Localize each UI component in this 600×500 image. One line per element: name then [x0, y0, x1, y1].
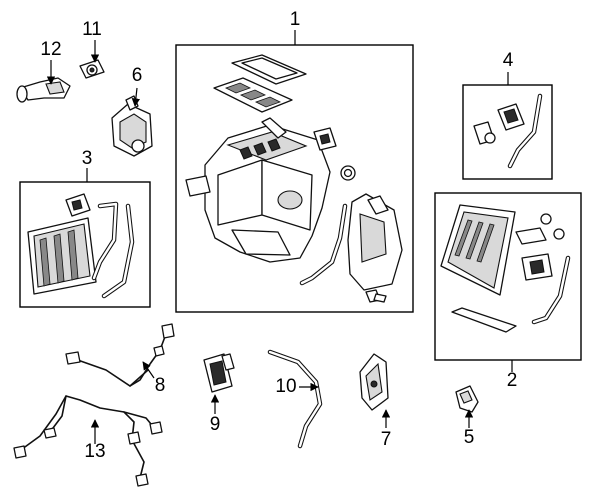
callout-6: 6 [132, 65, 143, 86]
callout-10: 10 [275, 376, 296, 397]
callout-5: 5 [464, 427, 475, 448]
resistor-part [203, 353, 235, 393]
wire-harness-part [65, 323, 175, 387]
callout-2: 2 [507, 370, 518, 391]
callout-7: 7 [381, 429, 392, 450]
duct-elbow-part [16, 77, 71, 103]
sensor-plug-part [79, 59, 105, 79]
callout-11: 11 [82, 19, 102, 40]
main-harness-part [13, 395, 163, 487]
bracket-part [455, 385, 479, 413]
sensor-bracket-part [359, 353, 389, 411]
evaporator-assembly [440, 204, 571, 333]
callout-3: 3 [82, 148, 93, 169]
callout-8: 8 [155, 375, 166, 396]
actuator-motor-part [111, 95, 153, 157]
heater-unit-assembly [185, 54, 403, 303]
callout-labels: 1 2 3 4 5 6 7 8 9 10 11 12 13 [40, 9, 517, 462]
expansion-valve-assembly [473, 93, 543, 169]
hose-part [267, 349, 323, 449]
leader-lines [46, 30, 513, 444]
heater-core-assembly [27, 193, 135, 299]
heater-core-group-box [19, 181, 151, 308]
callout-4: 4 [503, 50, 514, 71]
callout-13: 13 [84, 441, 105, 462]
evaporator-group-box [434, 192, 582, 361]
callout-9: 9 [210, 414, 221, 435]
callout-12: 12 [40, 39, 61, 60]
callout-1: 1 [290, 9, 301, 30]
